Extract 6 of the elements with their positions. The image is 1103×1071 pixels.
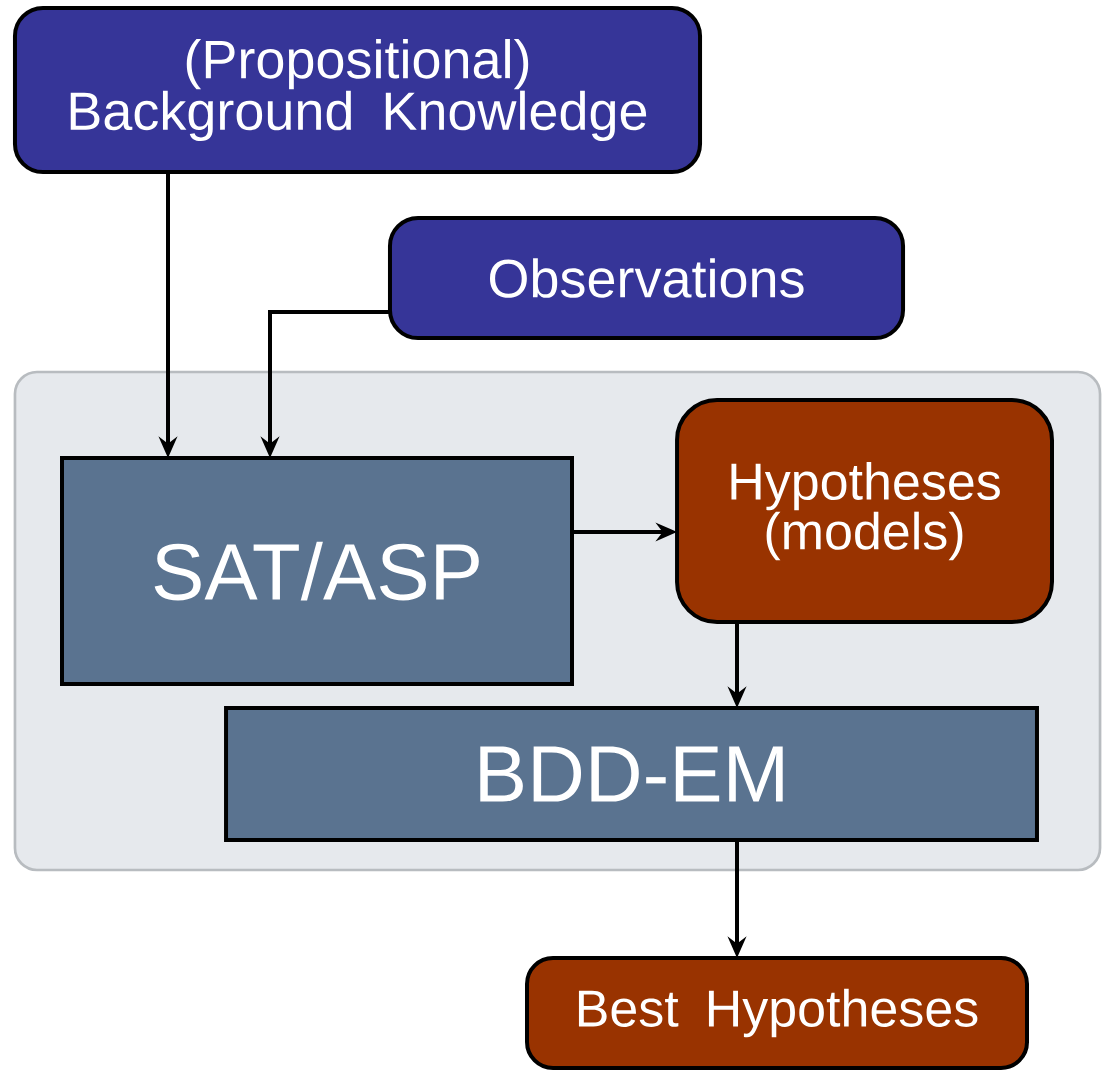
input-box: (Propositional) Background Knowledge (12, 6, 703, 174)
result-box: Hypotheses (models) (675, 398, 1054, 624)
input-box: Observations (387, 216, 906, 340)
process-box: SAT/ASP (60, 456, 574, 686)
process-box: BDD-EM (224, 706, 1039, 842)
result-box: Best Hypotheses (525, 956, 1029, 1070)
